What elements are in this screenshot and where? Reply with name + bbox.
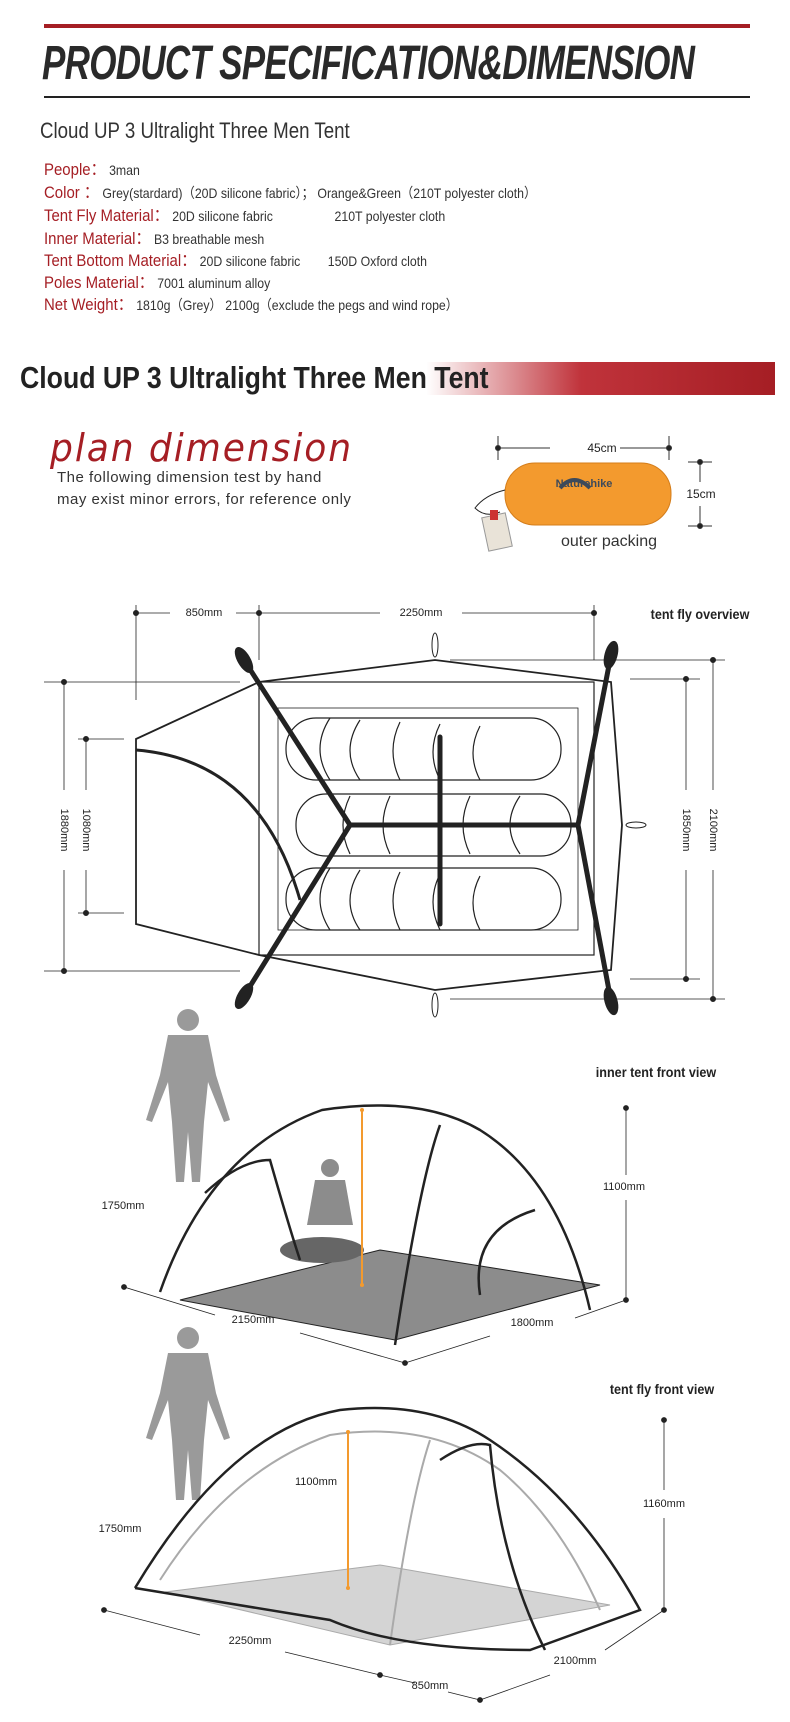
packing-width-label: 45cm bbox=[587, 441, 617, 455]
inner-front-title: inner tent front view bbox=[595, 1064, 717, 1080]
spec-inner-material: Inner Material：B3 breathable mesh bbox=[44, 229, 265, 248]
product-name: Cloud UP 3 Ultralight Three Men Tent bbox=[40, 118, 350, 143]
packing-height-label: 15cm bbox=[686, 487, 716, 501]
plan-note-line1: The following dimension test by hand bbox=[57, 469, 322, 486]
dim-inner-width: 1850mm bbox=[680, 808, 692, 852]
dim-inner-height: 1100mm bbox=[603, 1181, 645, 1193]
inner-tent-front-view-diagram bbox=[121, 1009, 629, 1366]
fly-overview-title: tent fly overview bbox=[650, 606, 750, 622]
dim-length: 2250mm bbox=[399, 607, 443, 619]
spec-people: People：3man bbox=[44, 160, 140, 179]
packing-bag-illustration bbox=[474, 436, 712, 552]
spec-bottom-material: Tent Bottom Material：20D silicone fabric… bbox=[44, 251, 428, 270]
dim-total-width: 2100mm bbox=[707, 808, 719, 852]
dim-fly-vestibule: 850mm bbox=[411, 1680, 449, 1692]
plan-dimension-title: plan dimension bbox=[50, 426, 354, 470]
spec-color: Color ：Grey(stardard)（20D silicone fabri… bbox=[44, 183, 537, 202]
dim-fly-length: 2250mm bbox=[228, 1635, 272, 1647]
dim-fly-width: 2100mm bbox=[553, 1655, 597, 1667]
title-rule bbox=[44, 96, 750, 98]
fly-front-title: tent fly front view bbox=[609, 1381, 715, 1397]
standing-person-silhouette bbox=[146, 1009, 230, 1182]
spec-fly-material: Tent Fly Material：20D silicone fabric 21… bbox=[44, 206, 446, 225]
dim-fly-height: 1160mm bbox=[643, 1498, 685, 1510]
tent-fly-front-view-diagram bbox=[101, 1327, 667, 1703]
section-banner bbox=[0, 362, 775, 395]
plan-note-line2: may exist minor errors, for reference on… bbox=[57, 491, 352, 508]
packing-caption: outer packing bbox=[560, 533, 658, 550]
spec-poles-material: Poles Material：7001 aluminum alloy bbox=[44, 273, 271, 292]
dim-width-outer: 1880mm bbox=[58, 808, 70, 852]
tent-fly-overview-diagram bbox=[44, 605, 725, 1018]
brand-logo-text: Naturehike bbox=[555, 478, 613, 490]
dim-inner-width: 1800mm bbox=[510, 1317, 554, 1329]
page-title: PRODUCT SPECIFICATION&DIMENSION bbox=[42, 37, 695, 90]
standing-person-silhouette bbox=[146, 1327, 230, 1500]
top-red-rule bbox=[44, 24, 750, 28]
dim-fly-person-height: 1750mm bbox=[98, 1523, 142, 1535]
dim-inner-length: 2150mm bbox=[231, 1314, 275, 1326]
spec-net-weight: Net Weight：1810g（Grey） 2100g（exclude the… bbox=[44, 295, 459, 314]
dim-vestibule: 850mm bbox=[185, 607, 223, 619]
dim-person-height: 1750mm bbox=[101, 1200, 145, 1212]
section-banner-title: Cloud UP 3 Ultralight Three Men Tent bbox=[20, 360, 489, 395]
dim-fly-inner-height: 1100mm bbox=[295, 1476, 337, 1488]
dim-door: 1080mm bbox=[80, 808, 92, 852]
